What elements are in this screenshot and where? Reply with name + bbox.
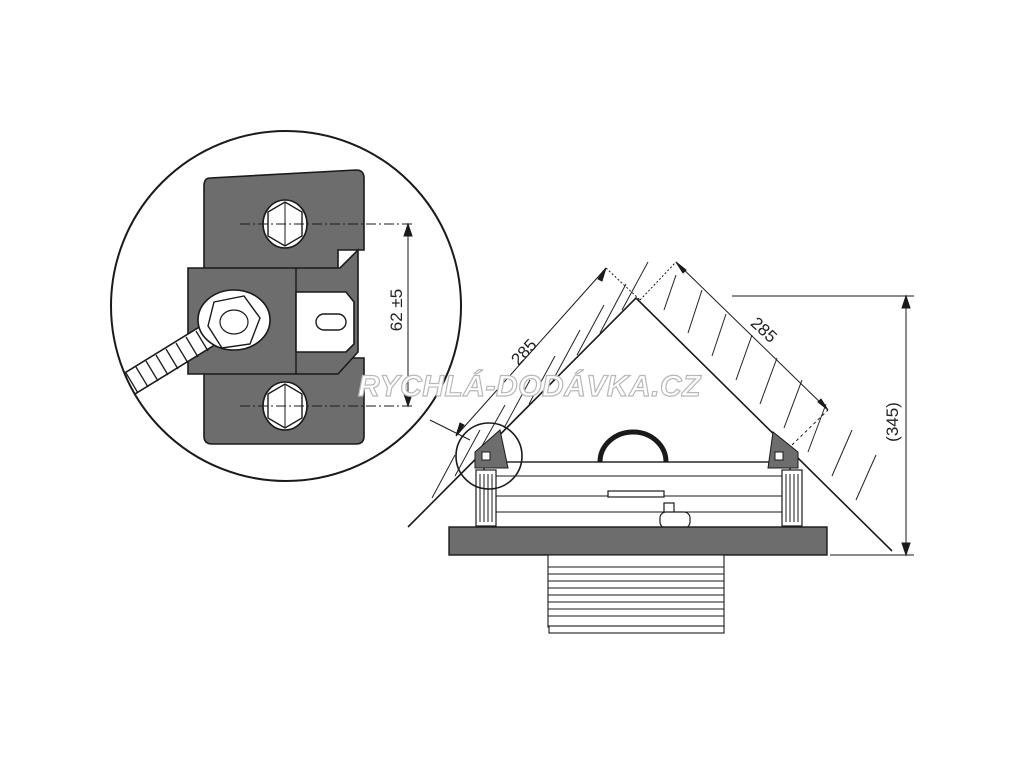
dimension-height-label: (345)	[883, 402, 902, 442]
dimension-right-slope-label: 285	[747, 313, 781, 346]
watermark: RYCHLÁ-DODÁVKA.CZ	[358, 369, 702, 403]
base-plate	[448, 526, 828, 556]
dimension-right-slope	[639, 261, 829, 446]
left-bracket	[474, 429, 509, 527]
dimension-height	[732, 294, 914, 557]
threaded-sleeve	[547, 554, 725, 634]
dimension-left-slope	[429, 267, 641, 441]
dimension-left-slope-label: 285	[507, 335, 540, 369]
rod-nut	[197, 289, 271, 351]
ring-handle	[597, 429, 669, 463]
roof-hatching	[431, 261, 877, 501]
housing-body	[483, 461, 791, 531]
dimension-bracket-spacing-label: 62 ±5	[387, 289, 406, 331]
dimension-bracket-spacing	[403, 222, 413, 408]
right-bracket	[767, 431, 803, 527]
detail-view: 62 ±5	[110, 130, 462, 482]
roof-assembly: 285 285 (345)	[407, 261, 914, 634]
detail-view-circle	[110, 130, 462, 482]
detail-callout-circle	[455, 422, 523, 490]
